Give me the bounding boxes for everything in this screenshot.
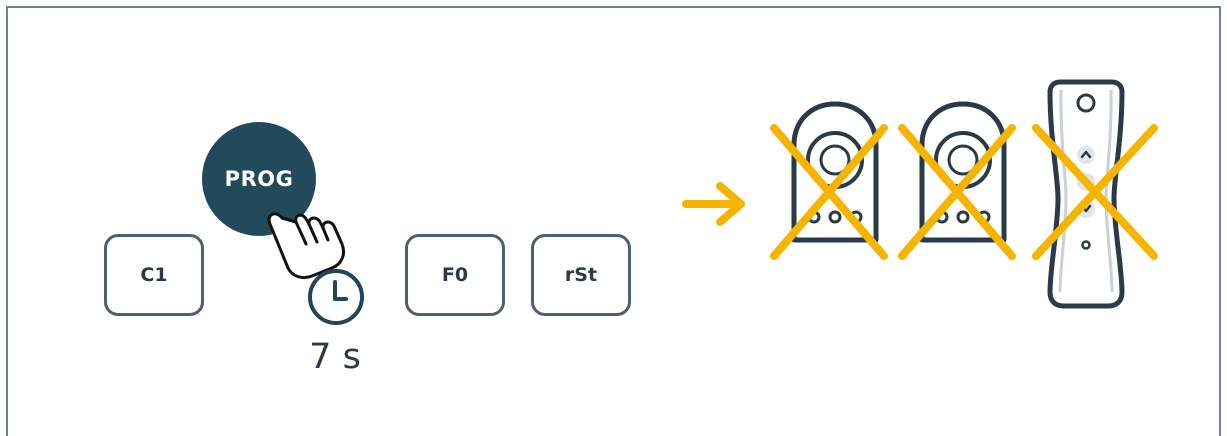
arrow-right-icon [682,182,745,226]
rst-key[interactable]: rSt [531,234,631,316]
clock-icon [308,269,364,325]
hold-duration-label: 7 s [309,337,361,377]
cross-icon [770,124,888,260]
diagram-frame [6,6,1221,436]
c1-key[interactable]: C1 [104,234,204,316]
hand-press-icon [267,212,346,280]
f0-key[interactable]: F0 [405,234,505,316]
cross-icon [1032,124,1158,260]
cross-icon [898,124,1016,260]
